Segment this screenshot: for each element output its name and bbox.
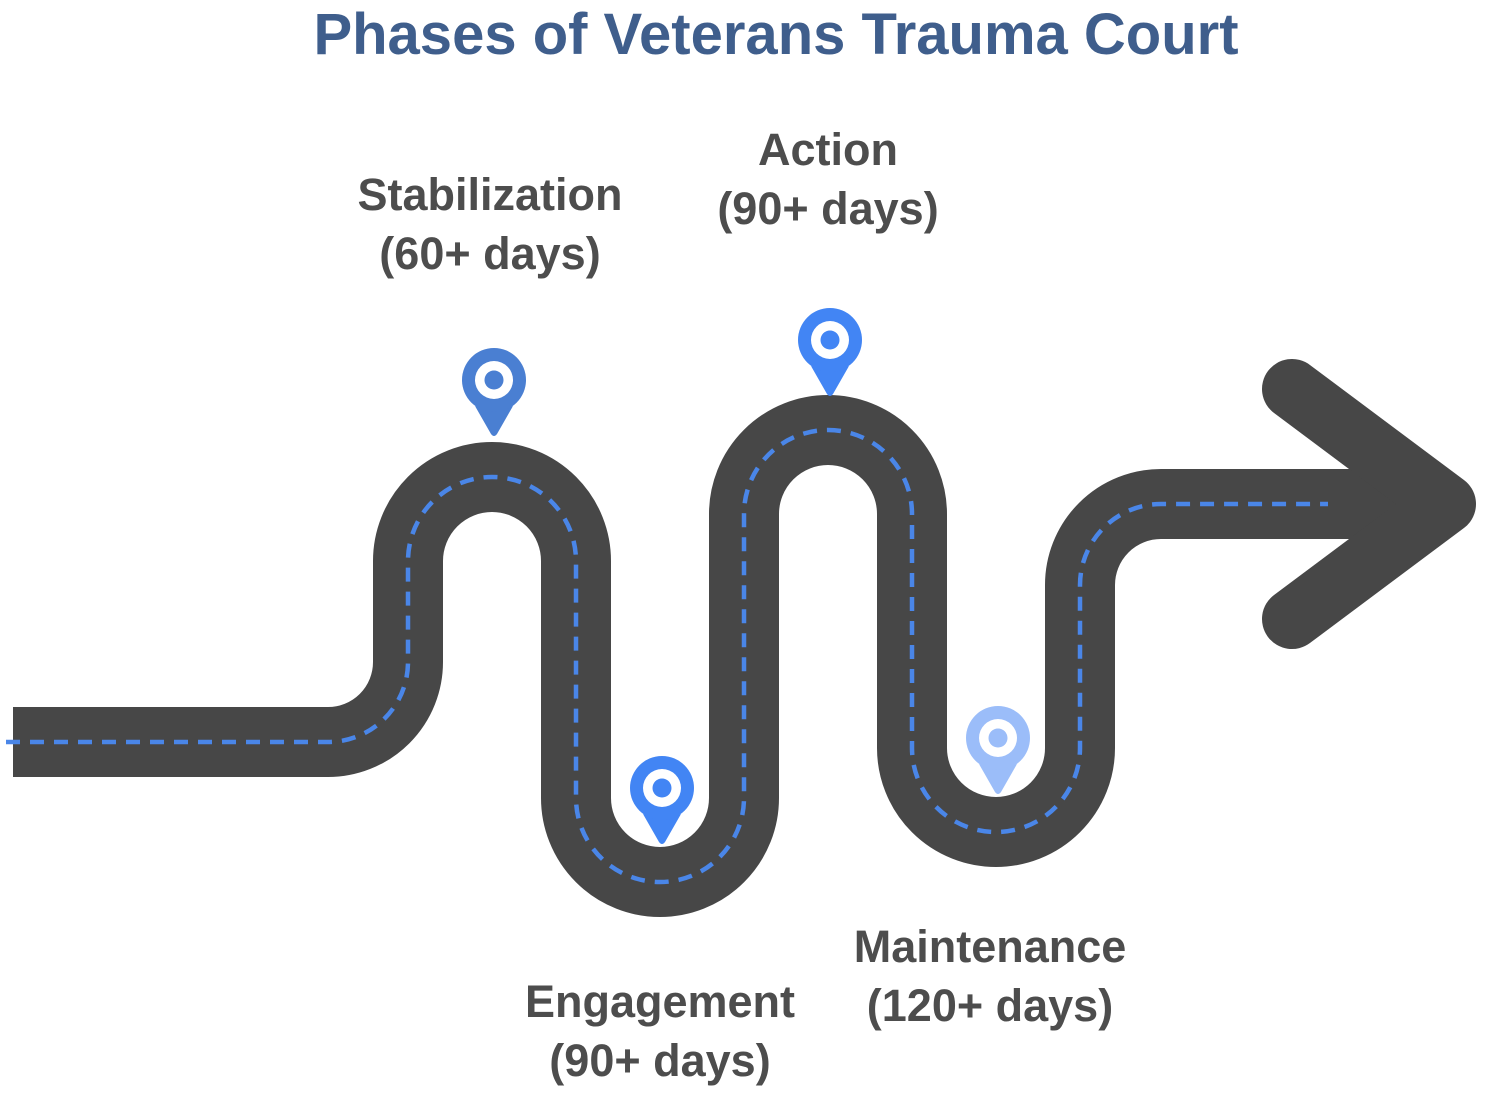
arrow-head-icon — [1262, 359, 1476, 649]
pin-tail — [979, 764, 1017, 794]
phase-duration: (90+ days) — [549, 1035, 771, 1087]
phase-duration: (90+ days) — [717, 183, 939, 235]
pin-dot — [820, 330, 840, 350]
pin-tail — [811, 366, 849, 396]
phase-label-action: Action (90+ days) — [717, 120, 938, 239]
pin-tail — [643, 814, 681, 844]
road-centerline — [6, 427, 1328, 885]
phase-duration: (60+ days) — [379, 228, 601, 280]
phase-name: Engagement — [524, 976, 796, 1027]
phase-label-maintenance: Maintenance (120+ days) — [854, 917, 1127, 1036]
location-pin-engagement — [630, 756, 694, 844]
pin-dot — [988, 728, 1008, 748]
location-pin-maintenance — [966, 706, 1030, 794]
phase-label-stabilization: Stabilization (60+ days) — [357, 165, 622, 284]
pin-dot — [484, 370, 504, 390]
pin-tail — [475, 406, 513, 436]
phase-name: Action — [758, 124, 898, 175]
phase-name: Maintenance — [853, 921, 1127, 972]
phase-name: Stabilization — [357, 169, 623, 220]
pin-dot — [652, 778, 672, 798]
phase-duration: (120+ days) — [866, 980, 1114, 1032]
phase-label-engagement: Engagement (90+ days) — [525, 972, 795, 1091]
location-pin-stabilization — [462, 348, 526, 436]
page-title: Phases of Veterans Trauma Court — [313, 2, 1239, 67]
location-pin-action — [798, 308, 862, 396]
road-path — [13, 395, 1430, 917]
